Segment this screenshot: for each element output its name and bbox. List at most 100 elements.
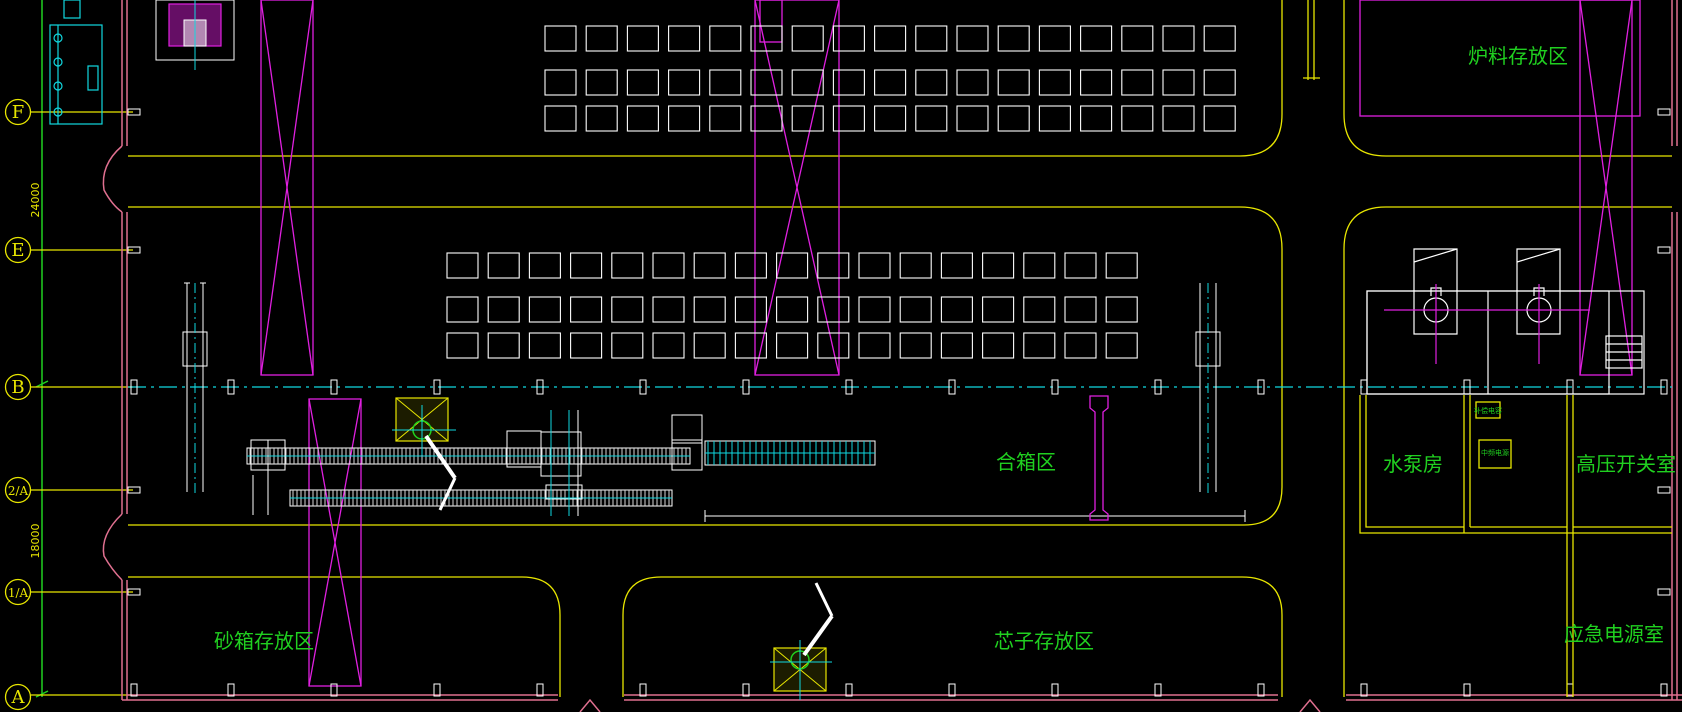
flask-box [1203,25,1236,52]
induction-furnaces [1366,248,1645,395]
axis-b: B [4,373,133,401]
flask-box [668,25,701,52]
flask-box [915,105,948,132]
flask-box [1023,296,1056,323]
label-mold-closing: 合箱区 [996,450,1056,474]
flask-box [709,105,742,132]
flask-box [776,332,809,359]
column-mark [948,379,956,395]
flask-box [832,105,865,132]
axis-e: E [4,236,133,264]
pouring-column [1089,395,1109,521]
flask-box [1162,69,1195,96]
axis-label-2a: 2/A [8,484,29,498]
axis-a: A [4,683,133,711]
label-emergency-power-room: 应急电源室 [1564,622,1664,646]
column-mark [1660,683,1668,697]
flask-box [487,296,520,323]
flask-box [668,105,701,132]
column-mark [227,683,235,697]
flask-box [776,296,809,323]
flask-box [626,25,659,52]
flask-box [487,252,520,279]
crane-rail-4 [1579,0,1633,376]
flask-box [832,69,865,96]
flask-box [1080,69,1113,96]
column-mark [227,379,235,395]
flask-box [1121,105,1154,132]
flask-box [1023,252,1056,279]
flask-grid-top [544,25,1236,132]
flask-box [915,25,948,52]
column-centerline [128,379,1672,395]
wall-mark [127,108,141,116]
column-mark [1051,379,1059,395]
dimension-value-lower: 18000 [29,524,42,559]
flask-box [982,252,1015,279]
flask-box [446,252,479,279]
zone-outline-core-storage [622,576,1283,697]
zone-outline-right [1343,206,1672,697]
flask-box [570,296,603,323]
axis-1a: 1/A [4,578,133,606]
flask-box [940,332,973,359]
flask-box [611,252,644,279]
capacitor-box [1475,401,1501,419]
flask-box [585,105,618,132]
flask-box [1064,252,1097,279]
crane-rails [260,0,1641,687]
flask-box [1203,69,1236,96]
manipulator-left [392,397,457,511]
flask-box [544,105,577,132]
flask-box [709,25,742,52]
column-mark [433,683,441,697]
flask-box [693,332,726,359]
column-mark [433,379,441,395]
flask-box [652,332,685,359]
dimension-tick [35,690,49,698]
label-furnace-storage: 炉料存放区 [1468,44,1568,68]
column-mark [1154,683,1162,697]
conveyor-lower [289,489,673,507]
flask-box [734,252,767,279]
column-mark [536,379,544,395]
flask-box [858,296,891,323]
column-mark [845,379,853,395]
flask-box [982,332,1015,359]
flask-box [915,69,948,96]
flask-box [570,332,603,359]
flask-box [1121,25,1154,52]
dimension-value-upper: 24000 [29,183,42,218]
flask-box [874,105,907,132]
zone-outline-mid-center [128,206,1283,526]
flask-box [693,252,726,279]
bottom-ruler [704,510,1246,522]
axis-bubble [4,236,32,264]
wall-mark [1657,486,1671,494]
axis-2a: 2/A [4,476,133,504]
axis-label-f: F [12,102,25,123]
column-mark [130,683,138,697]
column-marks [130,379,1668,395]
wall-mark [127,486,141,494]
flask-box [1080,25,1113,52]
column-mark [639,379,647,395]
flask-box [1203,105,1236,132]
flask-box [1105,252,1138,279]
flask-box [1038,105,1071,132]
flask-box [734,296,767,323]
flask-box [956,69,989,96]
wall-marks [127,108,1671,596]
label-power-supply: 中频电源 [1481,448,1509,457]
flask-box [1105,332,1138,359]
flask-box [528,296,561,323]
conveyor-line [246,395,1246,522]
flask-box [1038,25,1071,52]
label-pump-room: 水泵房 [1383,452,1443,476]
flask-box [585,25,618,52]
flask-box [626,105,659,132]
flask-box [791,25,824,52]
column-mark [1463,683,1471,697]
building-walls [102,0,1682,712]
flask-box [668,69,701,96]
